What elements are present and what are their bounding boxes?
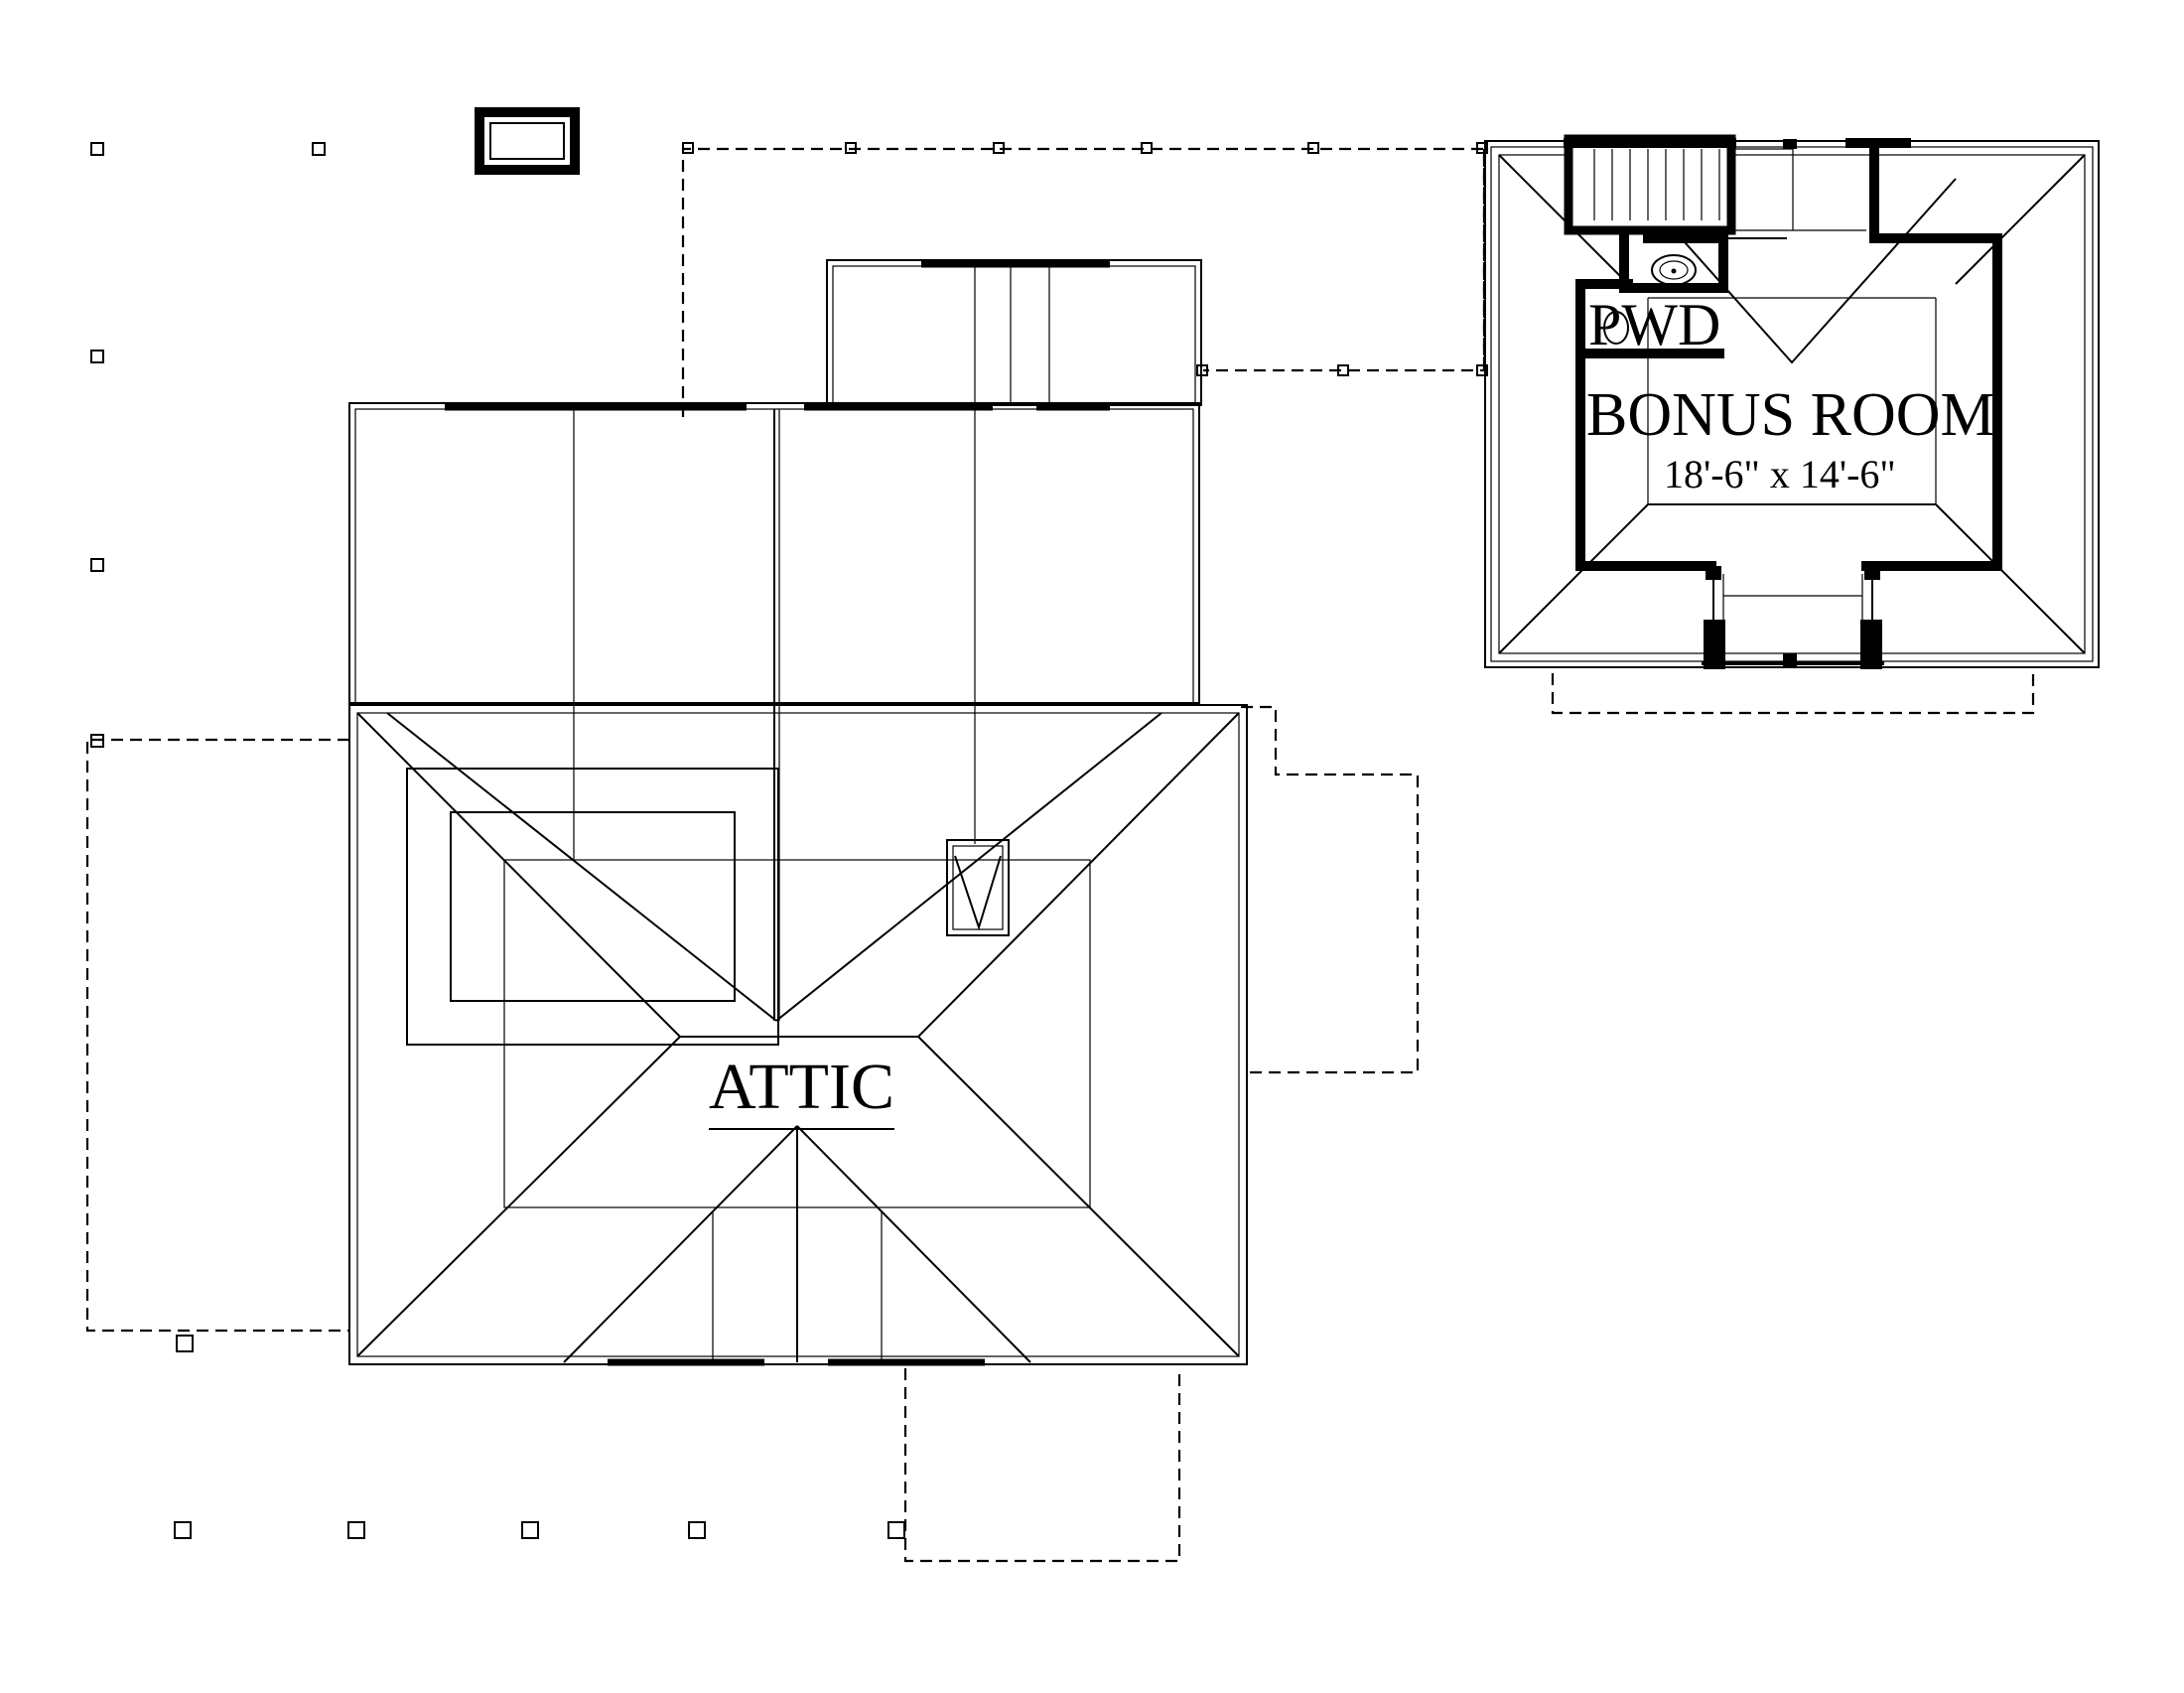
main-attic-roof [348, 704, 1248, 1366]
rear-windows [445, 260, 1110, 411]
overhang-outlines [85, 147, 2035, 1563]
rear-attic-block [348, 259, 1202, 1021]
powder-room-label: PWD [1588, 292, 1721, 357]
vent-frame [475, 107, 580, 175]
attic-room-label: ATTIC [709, 1055, 894, 1130]
bonus-room-block [1484, 134, 2100, 669]
bonus-room-dimensions: 18'-6" x 14'-6" [1664, 452, 1896, 496]
column-footings [90, 142, 1488, 1539]
bonus-room-label: BONUS ROOM [1586, 381, 1995, 449]
